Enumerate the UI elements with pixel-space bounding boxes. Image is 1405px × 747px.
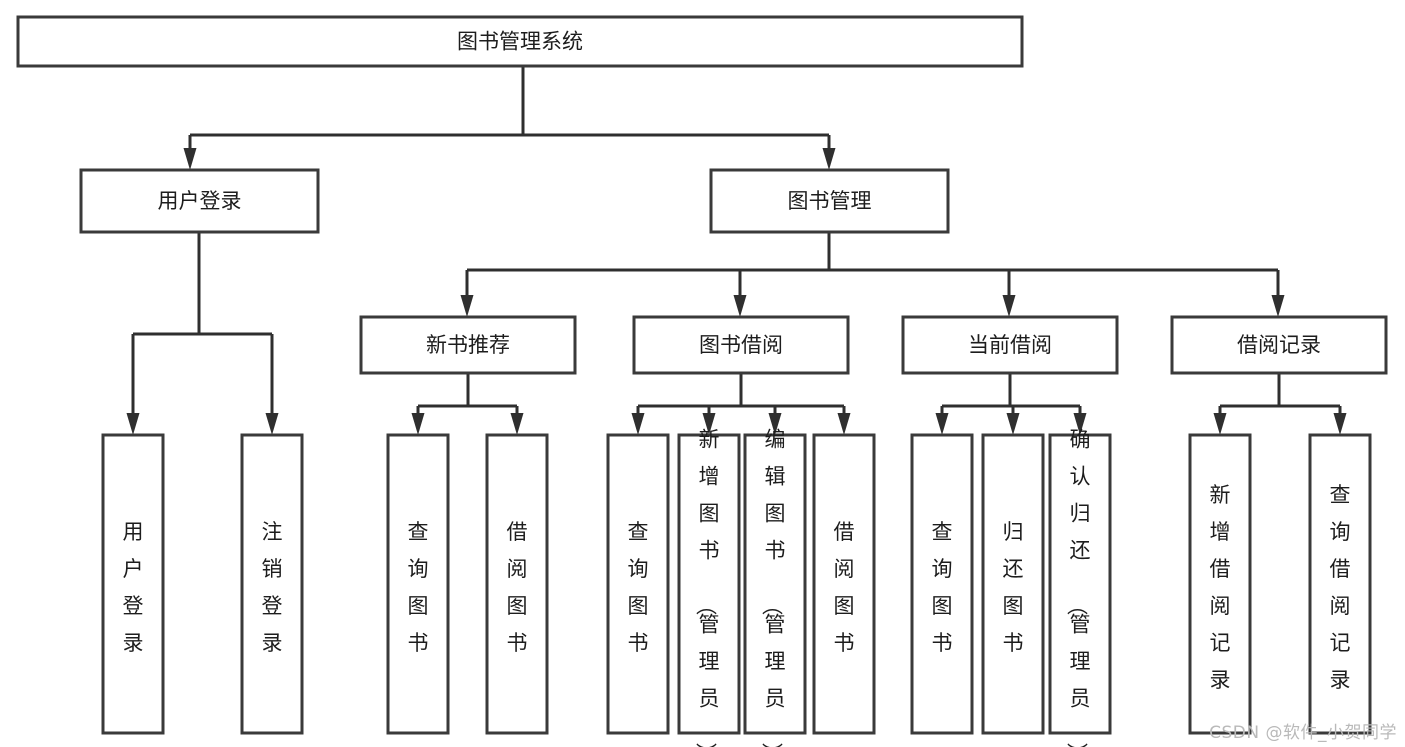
node-label-fn-add-book: 新增图书（管理员） <box>694 427 720 747</box>
node-box-fn-query-record <box>1308 433 1372 735</box>
node-borrow-record[interactable]: 借阅记录 <box>1170 315 1388 375</box>
node-label-book-borrow: 图书借阅 <box>699 333 783 357</box>
node-box-fn-confirm-return <box>1048 433 1112 735</box>
node-fn-user-login[interactable]: 用户登录 <box>101 433 165 735</box>
connector-new-book-recommend <box>411 373 524 435</box>
node-root[interactable]: 图书管理系统 <box>16 15 1024 68</box>
node-fn-add-book[interactable]: 新增图书（管理员） <box>677 427 741 747</box>
node-label-borrow-record: 借阅记录 <box>1237 333 1321 357</box>
node-box-user-login <box>79 168 320 234</box>
connector-book-manage <box>460 232 1285 317</box>
node-box-book-manage <box>709 168 950 234</box>
csdn-watermark: CSDN @软件_小贺同学 <box>1209 723 1397 743</box>
node-label-fn-return-book: 归还图书 <box>1003 520 1024 655</box>
node-fn-query-book-3[interactable]: 查询图书 <box>910 433 974 735</box>
node-label-fn-borrow-book-2: 借阅图书 <box>834 520 855 655</box>
node-label-user-login: 用户登录 <box>158 189 242 213</box>
node-fn-query-record[interactable]: 查询借阅记录 <box>1308 433 1372 735</box>
connector-user-login <box>126 232 279 435</box>
node-box-fn-user-login <box>101 433 165 735</box>
node-box-fn-add-record <box>1188 433 1252 735</box>
node-box-fn-query-book-1 <box>386 433 450 735</box>
connector-layer <box>126 66 1347 435</box>
node-fn-edit-book[interactable]: 编辑图书（管理员） <box>743 427 807 747</box>
connector-root <box>183 66 836 170</box>
node-label-fn-user-logout: 注销登录 <box>262 520 283 655</box>
node-box-fn-query-book-2 <box>606 433 670 735</box>
node-label-fn-query-record: 查询借阅记录 <box>1330 483 1351 692</box>
node-box-borrow-record <box>1170 315 1388 375</box>
node-fn-borrow-book-1[interactable]: 借阅图书 <box>485 433 549 735</box>
node-user-login[interactable]: 用户登录 <box>79 168 320 234</box>
node-label-new-book-recommend: 新书推荐 <box>426 333 510 357</box>
node-fn-confirm-return[interactable]: 确认归还（管理员） <box>1048 427 1112 747</box>
node-layer: 图书管理系统用户登录图书管理新书推荐图书借阅当前借阅借阅记录用户登录注销登录查询… <box>16 15 1388 747</box>
node-fn-add-record[interactable]: 新增借阅记录 <box>1188 433 1252 735</box>
node-label-current-borrow: 当前借阅 <box>968 333 1052 357</box>
node-book-manage[interactable]: 图书管理 <box>709 168 950 234</box>
node-box-fn-query-book-3 <box>910 433 974 735</box>
node-label-fn-add-record: 新增借阅记录 <box>1210 483 1231 692</box>
node-fn-return-book[interactable]: 归还图书 <box>981 433 1045 735</box>
connector-book-borrow <box>631 373 851 435</box>
node-label-fn-borrow-book-1: 借阅图书 <box>507 520 528 655</box>
node-box-fn-return-book <box>981 433 1045 735</box>
node-label-fn-user-login: 用户登录 <box>123 520 144 655</box>
connector-current-borrow <box>935 373 1087 435</box>
node-fn-query-book-2[interactable]: 查询图书 <box>606 433 670 735</box>
node-box-current-borrow <box>901 315 1119 375</box>
node-label-fn-query-book-2: 查询图书 <box>628 520 649 655</box>
connector-borrow-record <box>1213 373 1347 435</box>
node-book-borrow[interactable]: 图书借阅 <box>632 315 850 375</box>
node-box-book-borrow <box>632 315 850 375</box>
node-label-book-manage: 图书管理 <box>788 189 872 213</box>
node-box-fn-borrow-book-2 <box>812 433 876 735</box>
node-fn-user-logout[interactable]: 注销登录 <box>240 433 304 735</box>
node-fn-query-book-1[interactable]: 查询图书 <box>386 433 450 735</box>
node-box-fn-edit-book <box>743 433 807 735</box>
node-label-fn-query-book-1: 查询图书 <box>408 520 429 655</box>
node-label-fn-query-book-3: 查询图书 <box>932 520 953 655</box>
node-box-fn-add-book <box>677 433 741 735</box>
node-label-root: 图书管理系统 <box>457 30 583 54</box>
node-box-fn-user-logout <box>240 433 304 735</box>
node-box-new-book-recommend <box>359 315 577 375</box>
node-current-borrow[interactable]: 当前借阅 <box>901 315 1119 375</box>
node-fn-borrow-book-2[interactable]: 借阅图书 <box>812 433 876 735</box>
node-new-book-recommend[interactable]: 新书推荐 <box>359 315 577 375</box>
node-box-root <box>16 15 1024 68</box>
node-box-fn-borrow-book-1 <box>485 433 549 735</box>
node-label-fn-edit-book: 编辑图书（管理员） <box>760 427 786 747</box>
node-label-fn-confirm-return: 确认归还（管理员） <box>1065 427 1091 747</box>
